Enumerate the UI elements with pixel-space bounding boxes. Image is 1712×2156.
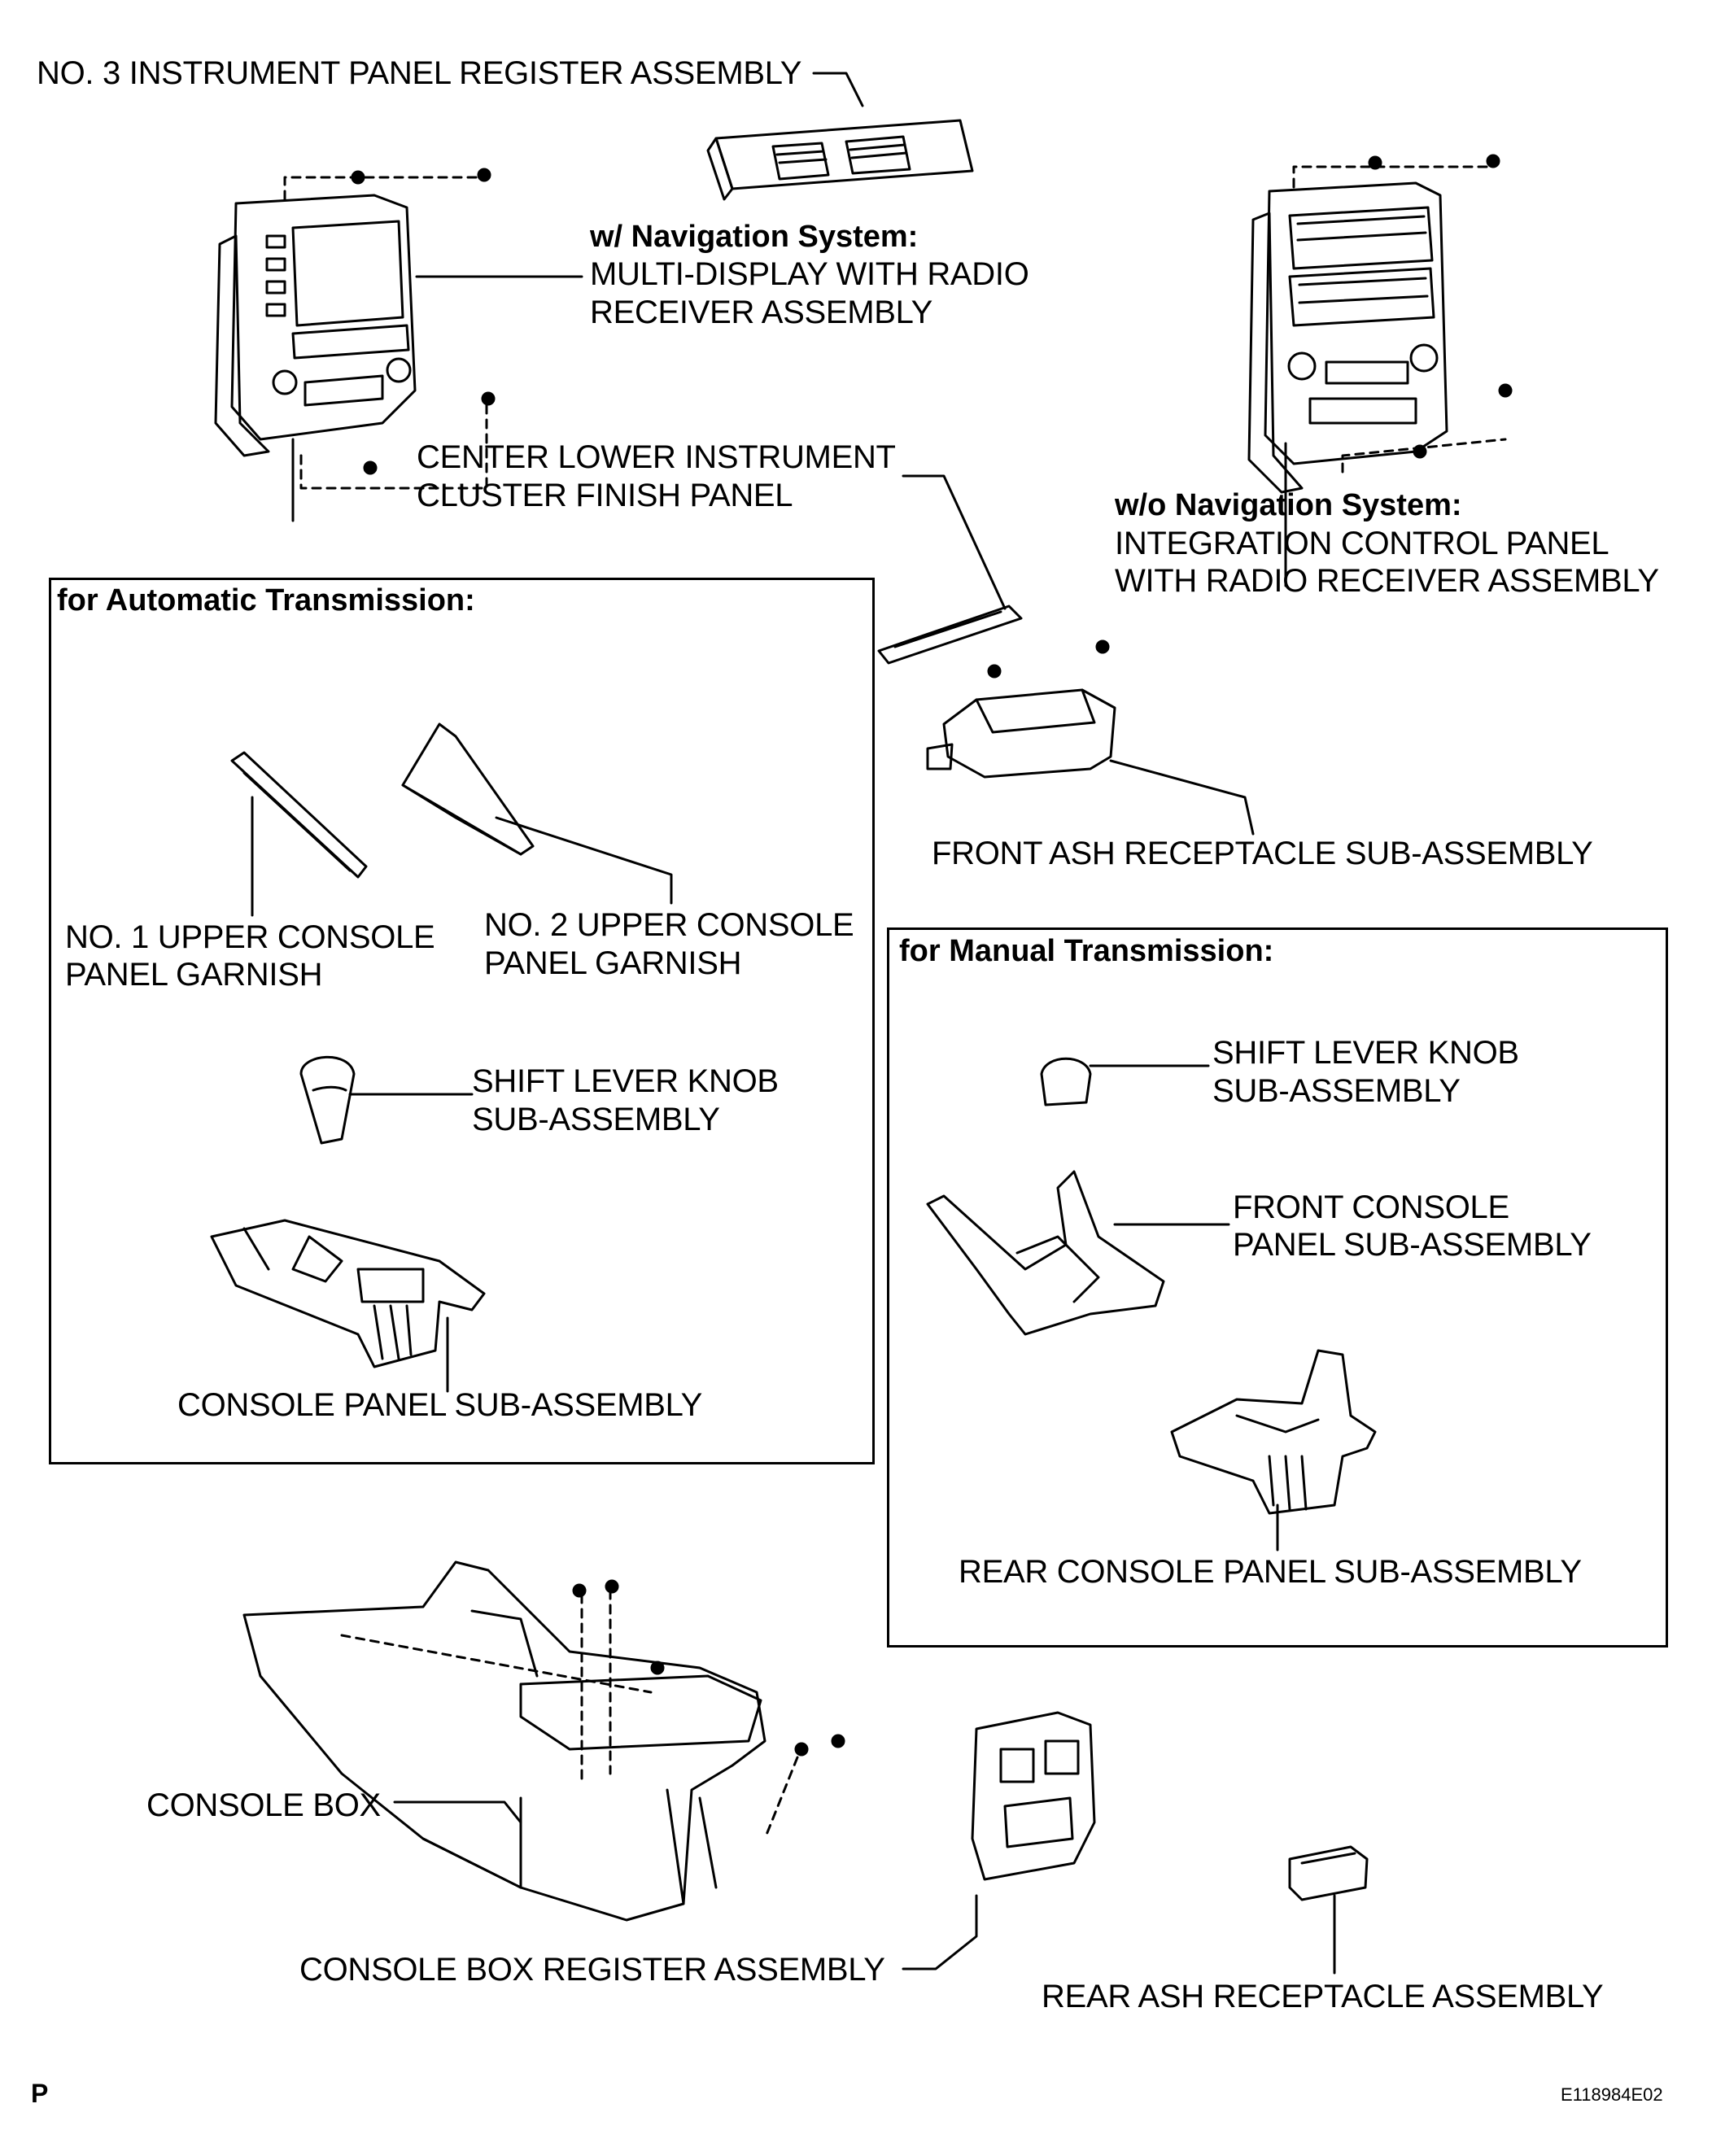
no1-garnish-label-line1: NO. 1 UPPER CONSOLE — [65, 919, 435, 955]
nav-heading: w/ Navigation System: — [590, 220, 919, 254]
wo-nav-label-line2: WITH RADIO RECEIVER ASSEMBLY — [1115, 563, 1659, 599]
console-box-drawing — [242, 1560, 766, 1922]
mt-shift-knob-label-line2: SUB-ASSEMBLY — [1212, 1073, 1461, 1109]
console-box-register-label: CONSOLE BOX REGISTER ASSEMBLY — [299, 1952, 885, 1988]
center-finish-panel-drawing — [877, 604, 1023, 665]
center-finish-leader — [902, 474, 1007, 610]
no2-garnish-label-line1: NO. 2 UPPER CONSOLE — [484, 907, 854, 943]
console-box-leader — [393, 1800, 522, 1824]
no2-garnish-leader — [495, 816, 673, 905]
integration-panel-drawing — [1247, 181, 1448, 587]
integration-screws — [1368, 154, 1513, 459]
nav-label-line2: RECEIVER ASSEMBLY — [590, 295, 932, 330]
nav-screws — [351, 168, 496, 475]
no2-garnish-drawing — [401, 722, 535, 856]
front-ash-screws — [987, 639, 1110, 679]
console-box-label: CONSOLE BOX — [146, 1787, 381, 1823]
front-console-label-line1: FRONT CONSOLE — [1233, 1189, 1509, 1225]
front-console-panel-drawing — [926, 1170, 1165, 1336]
center-lower-label-line1: CENTER LOWER INSTRUMENT — [417, 439, 896, 475]
mt-shift-knob-drawing — [1040, 1057, 1092, 1106]
no3-register-drawing — [706, 119, 974, 201]
no3-register-label: NO. 3 INSTRUMENT PANEL REGISTER ASSEMBLY — [37, 55, 802, 91]
manual-transmission-group — [887, 927, 1668, 1648]
at-shift-knob-label-line1: SHIFT LEVER KNOB — [472, 1063, 779, 1099]
front-ash-drawing — [926, 688, 1116, 779]
console-box-register-leader — [902, 1894, 978, 1971]
console-panel-drawing — [210, 1219, 486, 1368]
at-shift-knob-label-line2: SUB-ASSEMBLY — [472, 1102, 720, 1137]
at-shift-knob-drawing — [299, 1055, 356, 1145]
nav-label-line1: MULTI-DISPLAY WITH RADIO — [590, 256, 1029, 292]
console-box-screws — [572, 1579, 845, 1757]
wo-nav-label-line1: INTEGRATION CONTROL PANEL — [1115, 526, 1609, 561]
rear-console-panel-drawing — [1170, 1349, 1377, 1515]
console-box-register-drawing — [971, 1711, 1096, 1881]
front-ash-leader — [1109, 759, 1255, 836]
manual-group-heading: for Manual Transmission: — [899, 934, 1274, 968]
no1-garnish-label-line2: PANEL GARNISH — [65, 957, 323, 993]
rear-ash-drawing — [1288, 1845, 1369, 1901]
console-box-screw-markers — [340, 1589, 799, 1840]
center-lower-label-line2: CLUSTER FINISH PANEL — [417, 478, 793, 513]
figure-id: E118984E02 — [1561, 2084, 1663, 2105]
front-console-label-line2: PANEL SUB-ASSEMBLY — [1233, 1227, 1592, 1263]
no3-register-leader — [812, 72, 864, 107]
multi-display-drawing — [214, 194, 417, 522]
automatic-group-heading: for Automatic Transmission: — [57, 583, 475, 618]
automatic-transmission-group — [49, 578, 875, 1464]
rear-console-panel-label: REAR CONSOLE PANEL SUB-ASSEMBLY — [959, 1554, 1582, 1590]
mt-shift-knob-label-line1: SHIFT LEVER KNOB — [1212, 1035, 1519, 1071]
nav-screw-markers — [283, 176, 488, 490]
front-ash-label: FRONT ASH RECEPTACLE SUB-ASSEMBLY — [932, 836, 1593, 871]
no2-garnish-label-line2: PANEL GARNISH — [484, 945, 742, 981]
console-panel-label: CONSOLE PANEL SUB-ASSEMBLY — [177, 1387, 702, 1423]
rear-ash-label: REAR ASH RECEPTACLE ASSEMBLY — [1042, 1979, 1604, 2014]
wo-nav-heading: w/o Navigation System: — [1115, 488, 1462, 522]
no1-garnish-drawing — [230, 751, 368, 879]
corner-mark: P — [31, 2079, 49, 2108]
integration-screw-markers — [1292, 165, 1507, 474]
